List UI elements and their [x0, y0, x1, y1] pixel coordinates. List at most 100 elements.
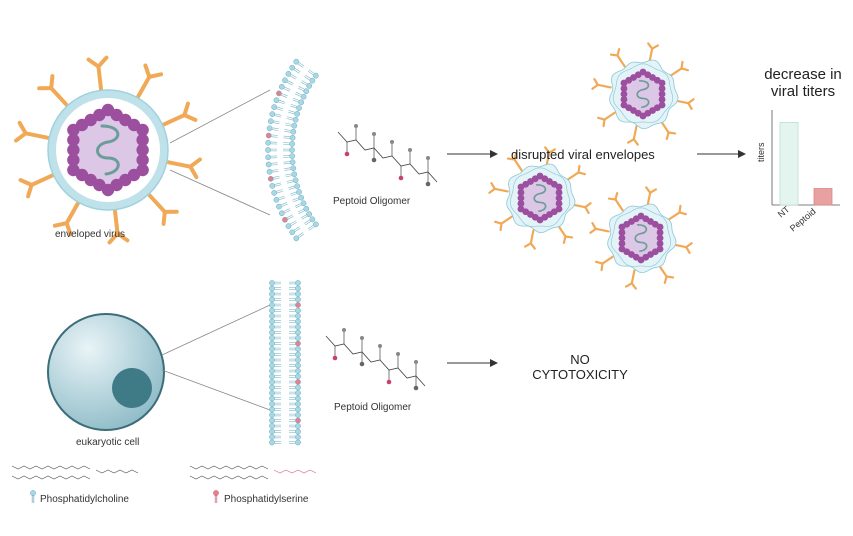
bar-nt — [779, 121, 799, 206]
lipid-tail — [294, 227, 301, 232]
lipid-head — [269, 183, 276, 189]
lipid-tail — [283, 163, 291, 165]
lipid-tail — [283, 161, 291, 163]
capsid-protein — [555, 200, 563, 207]
spike-arm — [52, 221, 69, 228]
spike-arm — [593, 77, 599, 86]
fatty-acid-chain — [11, 465, 91, 470]
lipid-tail — [305, 221, 311, 226]
capsid-protein — [618, 240, 626, 247]
lipid-tail — [272, 175, 280, 178]
lipid-tail — [293, 97, 300, 101]
side-chain-group — [390, 140, 394, 144]
lipid-tail — [272, 170, 279, 173]
tick-label-nt: NT — [776, 204, 792, 220]
capsid-protein — [620, 96, 628, 103]
spike-protein — [596, 83, 612, 89]
spike-protein — [29, 172, 56, 187]
lipid-tail — [290, 191, 297, 195]
lipid-head — [295, 307, 301, 314]
spike-arm — [564, 235, 574, 239]
lipid-head — [269, 346, 275, 352]
lipid-head — [269, 417, 275, 424]
head-group — [273, 469, 317, 474]
spike-arm — [665, 275, 675, 279]
phosphatidylcholine-label: Phosphatidylcholine — [40, 494, 129, 505]
spike-arm — [602, 118, 606, 128]
lipid-tail — [288, 187, 296, 190]
viral-envelope-inner — [509, 167, 571, 227]
phosphatidylserine-lipid-icon — [213, 490, 219, 503]
capsid-protein — [67, 133, 80, 147]
spike-protein — [529, 229, 535, 245]
lipid-tail — [307, 70, 314, 76]
spike-arm — [589, 227, 597, 234]
lipid-head — [306, 83, 313, 89]
lipid-head — [291, 171, 298, 178]
spike-arm — [624, 282, 633, 288]
lipid-head — [273, 97, 280, 104]
lipid-tail — [293, 69, 300, 74]
lipid-head — [292, 116, 299, 123]
side-chain-group — [371, 157, 377, 163]
lipid-tail — [295, 91, 302, 96]
side-chain-group — [414, 360, 418, 364]
lipid-tail — [271, 129, 279, 131]
spike-arm — [490, 181, 496, 190]
lipid-head — [269, 307, 275, 314]
lipid-tail — [298, 210, 305, 214]
lipid-head — [269, 296, 275, 303]
lipid-tail — [288, 185, 295, 189]
spike-arm — [626, 138, 635, 144]
lipid-tail — [305, 74, 311, 79]
spike-arm — [523, 242, 532, 248]
spike-arm — [678, 211, 688, 216]
spike-arm — [86, 57, 101, 69]
spike-arm — [548, 148, 557, 154]
lipid-head — [269, 373, 275, 380]
capsid-protein — [618, 245, 626, 253]
lipid-head — [295, 439, 301, 446]
lipid-head — [295, 346, 301, 352]
decrease-titers-title: decrease in viral titers — [758, 66, 848, 100]
lipid-head — [289, 134, 296, 141]
rna-genome — [636, 79, 650, 109]
titer-bar-chart: titers NT Peptoid — [756, 110, 840, 234]
lipid-head — [295, 318, 301, 325]
lipid-tail — [288, 110, 296, 113]
spike-arm — [107, 231, 120, 245]
lipid-head — [309, 216, 316, 223]
side-chain-group — [359, 361, 365, 367]
peptoid-structure-icon — [337, 124, 438, 187]
disrupted-virus — [589, 186, 693, 290]
lipid-head — [295, 302, 301, 308]
lipid-tail — [297, 208, 304, 213]
lipid-head — [271, 190, 278, 196]
lipid-head — [312, 221, 319, 228]
spike-protein — [616, 54, 626, 68]
lipid-tail — [298, 62, 305, 67]
capsid-protein — [555, 189, 563, 196]
lipid-head — [265, 154, 272, 161]
lipid-tail — [292, 99, 299, 103]
fatty-acid-chain — [11, 475, 91, 480]
spike-arm — [607, 197, 617, 201]
side-chain-group — [413, 385, 419, 391]
lipid-tail — [290, 220, 296, 225]
lipid-tail — [273, 120, 280, 123]
lipid-tail — [283, 135, 291, 137]
peptoid-oligomer-label-top: Peptoid Oligomer — [333, 196, 411, 207]
lipid-head — [293, 235, 300, 242]
lipid-tail — [276, 108, 283, 111]
lipid-tail — [286, 214, 293, 219]
spike-arm — [600, 262, 604, 272]
lipid-head — [269, 285, 275, 292]
side-chain-group — [344, 151, 350, 157]
lipid-tail — [285, 175, 293, 178]
head-group — [95, 469, 139, 474]
side-chain-group — [398, 175, 404, 181]
no-cytotoxicity-label: NO CYTOTOXICITY — [525, 352, 635, 382]
lipid-head — [267, 175, 274, 182]
lipid-tail — [284, 210, 291, 214]
spike-arm — [649, 188, 658, 194]
